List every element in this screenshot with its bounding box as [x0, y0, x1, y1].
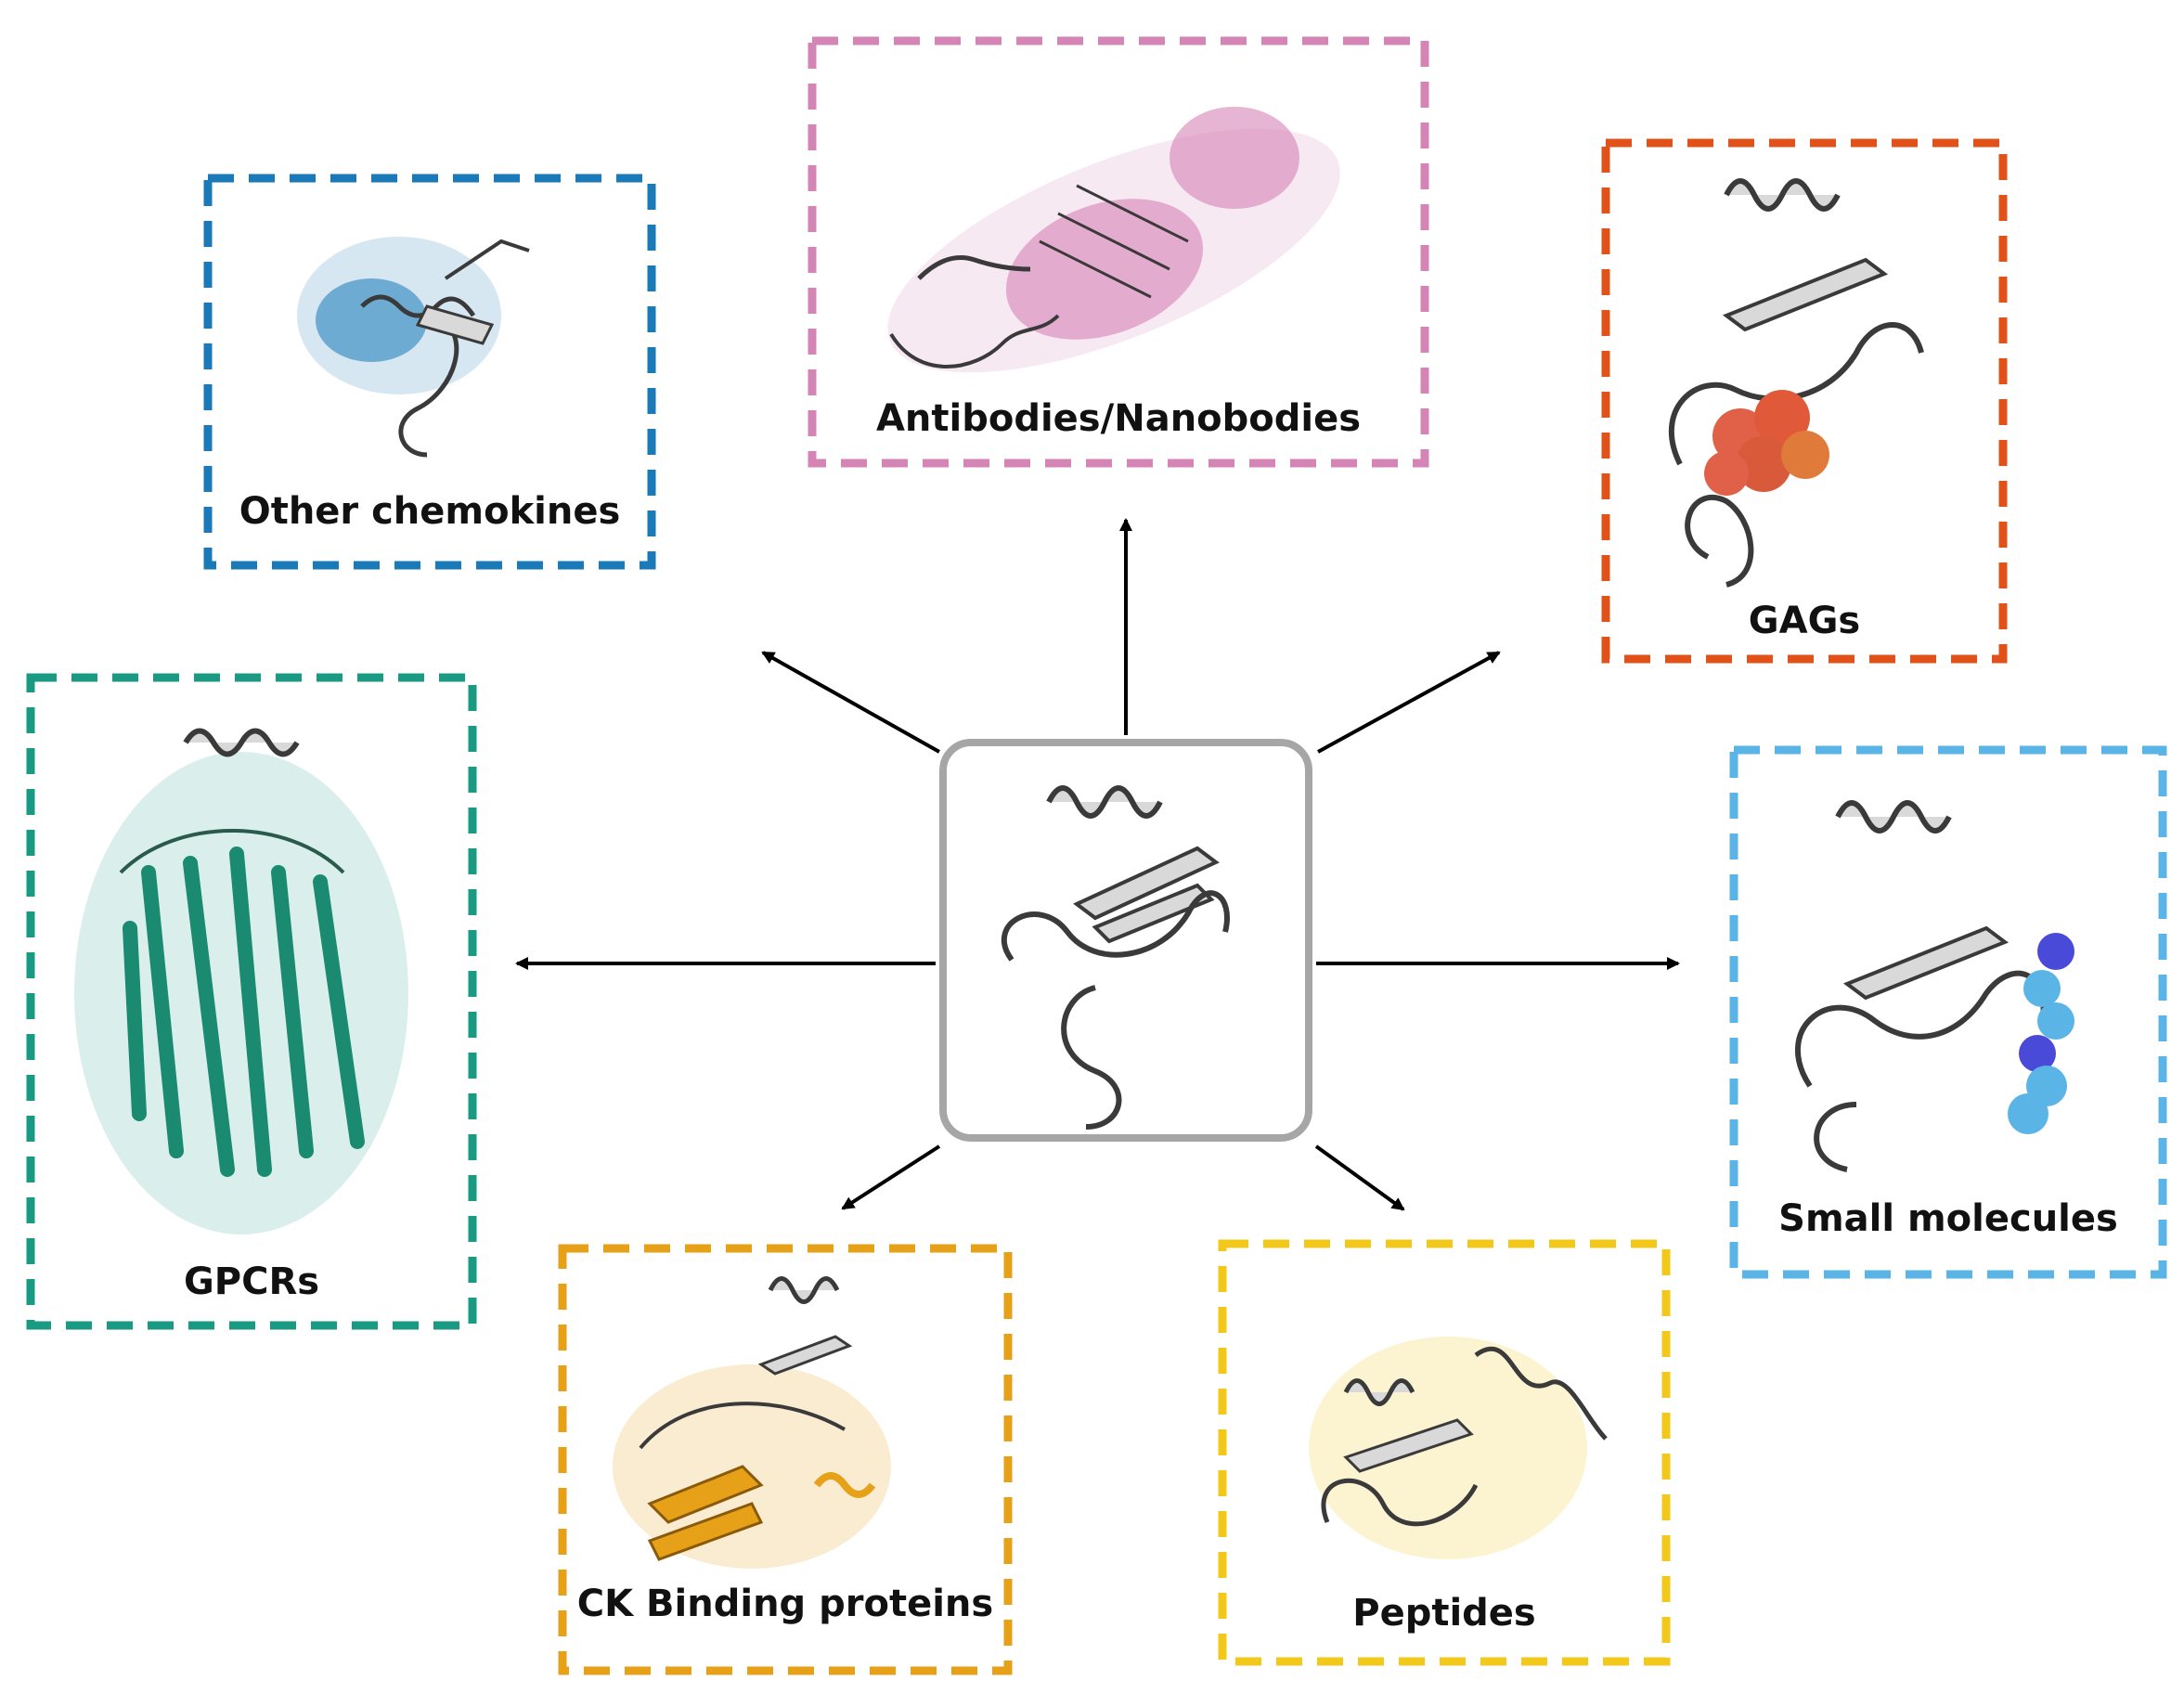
- protein-ck-binding: [613, 1276, 891, 1569]
- protein-peptides: [1309, 1337, 1608, 1559]
- arrow-to-other-chemokines: [761, 651, 940, 754]
- arrow-to-ck-binding: [841, 1144, 941, 1210]
- center-chemokine-structure: [1002, 785, 1230, 1130]
- center-chemokine-box: [939, 739, 1312, 1142]
- box-antibodies: [808, 36, 1429, 468]
- box-gags: [1601, 138, 2008, 664]
- label-small-molecules: Small molecules: [1778, 1197, 2118, 1240]
- box-small-molecules: [1729, 745, 2167, 1279]
- box-ck-binding: [558, 1244, 1013, 1675]
- protein-small-molecules: [1795, 800, 2074, 1172]
- gag-spheres: [1704, 390, 1829, 496]
- protein-antibodies: [887, 107, 1340, 373]
- protein-gpcrs: [74, 728, 408, 1234]
- arrow-to-gags: [1317, 651, 1501, 754]
- box-gpcrs: [26, 673, 477, 1330]
- label-gpcrs: GPCRs: [183, 1260, 320, 1303]
- small-molecule-spheres: [2008, 933, 2074, 1134]
- protein-gags: [1668, 178, 1924, 588]
- box-peptides: [1218, 1239, 1671, 1666]
- label-gags: GAGs: [1748, 600, 1861, 642]
- protein-other-chemokines: [297, 237, 530, 458]
- box-other-chemokines: [203, 174, 656, 570]
- label-peptides: Peptides: [1352, 1592, 1536, 1635]
- label-antibodies: Antibodies/Nanobodies: [875, 397, 1362, 440]
- label-ck-binding: CK Binding proteins: [576, 1583, 994, 1625]
- arrows: [515, 518, 1680, 1211]
- label-other-chemokines: Other chemokines: [239, 490, 621, 533]
- arrow-to-peptides: [1314, 1144, 1405, 1211]
